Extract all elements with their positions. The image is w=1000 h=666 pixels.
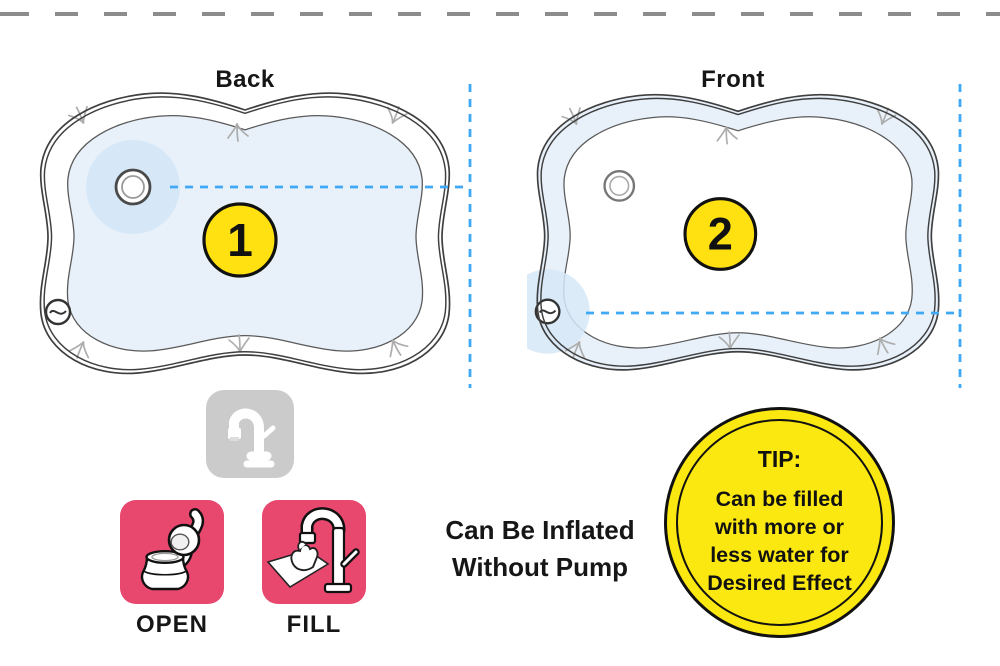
tip-line-2: with more or [714,515,844,539]
fill-faucet-glyph [266,507,360,594]
faucet-glyph [228,408,276,468]
fill-step-label: FILL [286,611,342,638]
open-valve-icon [120,500,224,604]
tip-title: TIP: [757,446,802,472]
inflate-caption: Can Be Inflated Without Pump [420,512,660,586]
back-mat-label: Back [215,66,275,93]
tip-line-1: Can be filled [715,487,844,511]
step-badge-2: 2 [683,197,758,271]
corner-valve-icon [44,298,72,326]
inflate-caption-line1: Can Be Inflated [445,515,635,545]
inflate-caption-line2: Without Pump [452,552,628,582]
open-step-label: OPEN [135,611,208,638]
faucet-icon [206,390,294,478]
step-badge-1-number: 1 [227,214,253,266]
back-mat-diagram: 1 [39,92,451,375]
step-badge-2-number: 2 [708,209,733,260]
tip-line-3: less water for [710,543,849,567]
front-mat-label: Front [701,66,765,93]
fill-faucet-icon [262,500,366,604]
step-badge-1: 1 [202,202,278,278]
top-dashed-border [0,12,1000,16]
tip-content: TIP: Can be filled with more or less wat… [667,410,892,635]
fill-valve-icon [114,168,152,206]
tip-bubble-inner-ring [676,419,883,626]
tip-bubble: TIP: Can be filled with more or less wat… [664,407,895,638]
front-mat-diagram: 2 [527,93,940,371]
tip-line-4: Desired Effect [707,571,852,595]
open-valve-glyph [140,508,205,591]
fill-valve-icon [603,169,636,202]
